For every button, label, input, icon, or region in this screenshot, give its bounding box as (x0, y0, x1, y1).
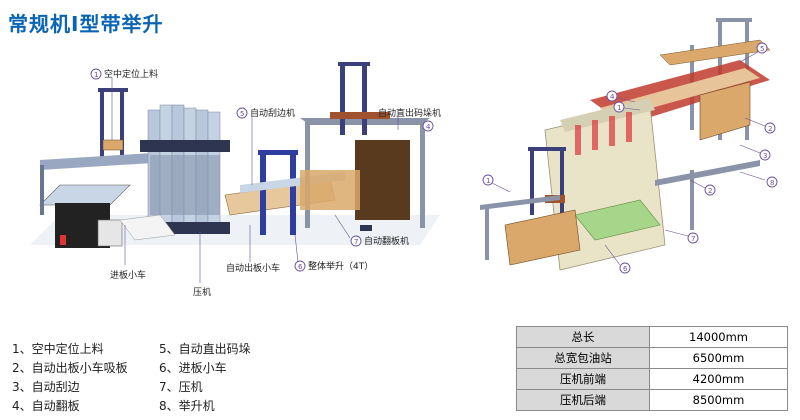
svg-text:进板小车: 进板小车 (110, 269, 146, 281)
svg-text:1: 1 (617, 104, 621, 112)
legend-item: 3、自动刮边 (12, 380, 80, 394)
legend-item: 1、空中定位上料 (12, 342, 104, 356)
left-callouts: 1 空中定位上料 5 自动刮边机 自动直出码垛机 4 7 自动翻板机 6 整体举… (90, 68, 441, 298)
svg-text:压机: 压机 (193, 286, 211, 298)
svg-text:自动刮边机: 自动刮边机 (250, 107, 295, 119)
svg-text:自动翻板机: 自动翻板机 (364, 235, 409, 247)
spec-value: 14000mm (649, 326, 788, 348)
svg-text:空中定位上料: 空中定位上料 (104, 68, 158, 80)
spec-label: 压机前端 (516, 368, 650, 390)
table-row: 总宽包油站 6500mm (516, 347, 788, 369)
legend-column-2: 5、自动直出码垛 6、进板小车 7、压机 8、举升机 (159, 340, 251, 416)
table-row: 压机前端 4200mm (516, 368, 788, 390)
svg-text:8: 8 (770, 179, 774, 187)
table-row: 总长 14000mm (516, 326, 788, 348)
svg-text:5: 5 (240, 110, 244, 118)
control-cabinet (97, 219, 123, 247)
svg-text:自动直出码垛机: 自动直出码垛机 (378, 107, 441, 119)
press-columns (140, 104, 230, 234)
legend-column-1: 1、空中定位上料 2、自动出板小车吸板 3、自动刮边 4、自动翻板 (12, 340, 128, 416)
left-line-view: 1 空中定位上料 5 自动刮边机 自动直出码垛机 4 7 自动翻板机 6 整体举… (30, 62, 441, 298)
legend-item: 4、自动翻板 (12, 399, 80, 413)
spec-value: 4200mm (649, 368, 788, 390)
svg-text:2: 2 (768, 125, 772, 133)
svg-text:7: 7 (691, 235, 695, 243)
svg-text:1: 1 (486, 177, 490, 185)
spec-value: 6500mm (649, 347, 788, 369)
edge-trimmer-post (260, 150, 266, 235)
svg-text:2: 2 (708, 187, 712, 195)
feed-stack (504, 209, 581, 266)
legend-item: 7、压机 (159, 380, 203, 394)
svg-text:整体举升（4T）: 整体举升（4T） (308, 260, 373, 272)
right-line-view: 5 4 1 2 3 2 8 7 6 (480, 18, 778, 274)
production-line-diagram: 1 空中定位上料 5 自动刮边机 自动直出码垛机 4 7 自动翻板机 6 整体举… (30, 18, 778, 298)
legend-item: 8、举升机 (159, 399, 215, 413)
svg-text:5: 5 (760, 45, 764, 53)
spec-label: 压机后端 (516, 389, 650, 411)
press-cylinders (575, 112, 632, 155)
svg-text:1: 1 (94, 71, 98, 79)
legend-item: 2、自动出板小车吸板 (12, 361, 128, 375)
table-row: 压机后端 8500mm (516, 389, 788, 411)
stacked-boards (355, 140, 410, 220)
legend-item: 5、自动直出码垛 (159, 342, 251, 356)
spec-value: 8500mm (649, 389, 788, 411)
svg-text:4: 4 (426, 123, 431, 131)
page-title: 常规机I型带举升 (8, 12, 164, 36)
spec-label: 总宽包油站 (516, 347, 650, 369)
svg-text:7: 7 (354, 238, 358, 246)
svg-text:6: 6 (623, 265, 628, 273)
svg-text:6: 6 (298, 263, 303, 271)
legend-item: 6、进板小车 (159, 361, 227, 375)
right-callouts: 5 4 1 2 3 2 8 7 6 (482, 42, 778, 274)
svg-text:4: 4 (610, 93, 615, 101)
svg-text:自动出板小车: 自动出板小车 (226, 262, 280, 274)
spec-label: 总长 (516, 326, 650, 348)
spec-table: 总长 14000mm 总宽包油站 6500mm 压机前端 4200mm 压机后端… (516, 326, 788, 411)
svg-text:3: 3 (763, 152, 767, 160)
